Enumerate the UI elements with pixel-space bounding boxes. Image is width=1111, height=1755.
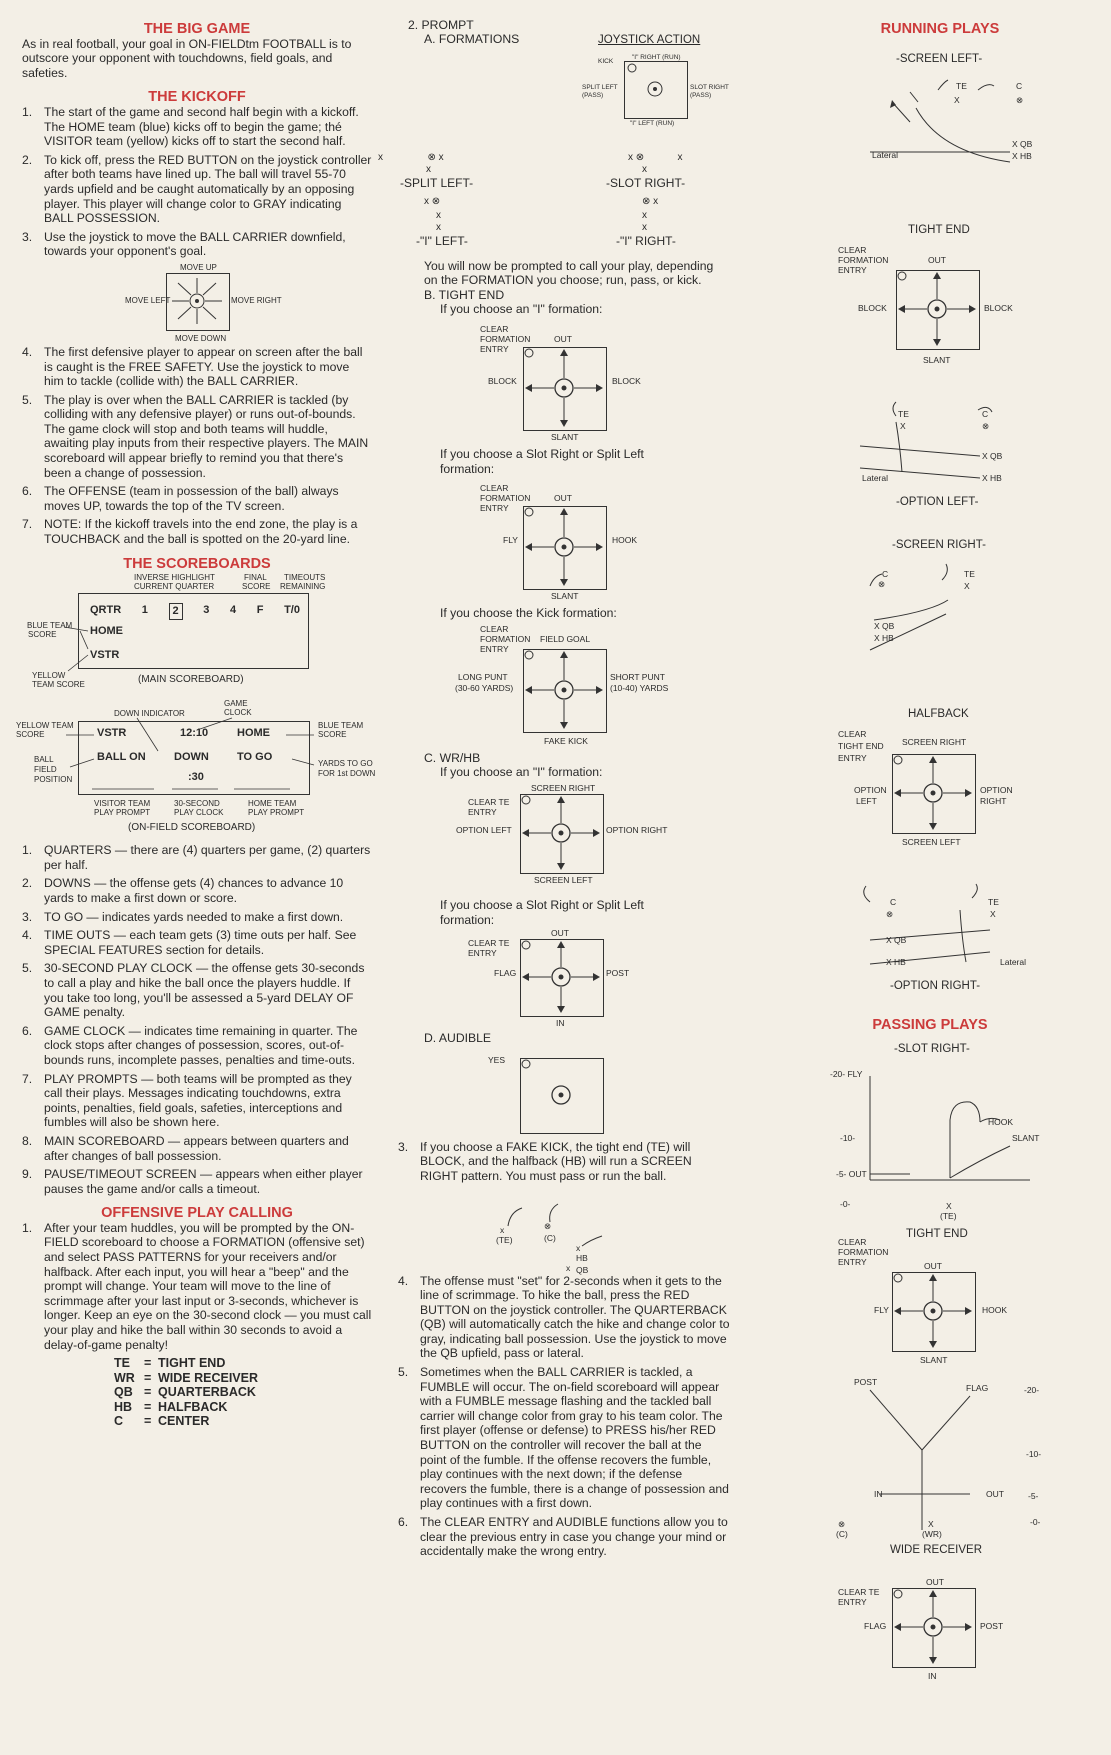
- screen-right-label: -SCREEN RIGHT-: [892, 539, 986, 551]
- formation-i-right: -"I" RIGHT-: [616, 233, 676, 248]
- heading-running-plays: RUNNING PLAYS: [880, 21, 1000, 37]
- list-item: 5.Sometimes when the BALL CARRIER is tac…: [398, 1365, 729, 1511]
- fake-kick-diagram: x (TE) ⊗ (C) x HB x QB: [398, 1188, 730, 1274]
- te-kick-diagram: CLEAR FORMATION ENTRY FIELD GOAL LONG PU…: [455, 623, 669, 746]
- joystick-cross-icon: [524, 507, 603, 587]
- heading-offensive-play-calling: OFFENSIVE PLAY CALLING: [101, 1205, 293, 1222]
- te-i-text: If you choose an "I" formation:: [440, 302, 603, 317]
- formation-joystick-box: [624, 60, 688, 119]
- halfback-label: HALFBACK: [908, 708, 969, 720]
- te-slot-diagram: CLEAR FORMATION ENTRY OUT FLY HOOK SLANT: [480, 483, 638, 602]
- wide-receiver-label: WIDE RECEIVER: [890, 1544, 983, 1556]
- main-scoreboard: [78, 593, 309, 670]
- list-item: 9.PAUSE/TIMEOUT SCREEN — appears when ei…: [22, 1167, 363, 1196]
- list-item: 1.QUARTERS — there are (4) quarters per …: [22, 843, 371, 872]
- main-scoreboard-row: QRTR 1 2 3 4 F T/0: [90, 603, 300, 620]
- option-left-play: [859, 401, 993, 479]
- list-item: 4.The first defensive player to appear o…: [22, 344, 363, 389]
- prompt-list-3: 3.If you choose a FAKE KICK, the tight e…: [398, 1140, 730, 1184]
- list-item: 4.The offense must "set" for 2-seconds w…: [398, 1273, 730, 1361]
- option-right-play: [863, 883, 991, 965]
- main-scoreboard-diagram: INVERSE HIGHLIGHT CURRENT QUARTER FINAL …: [27, 573, 326, 690]
- abbr-row: C=CENTER: [114, 1414, 210, 1429]
- abbreviation-list: TE=TIGHT END WR=WIDE RECEIVER QB=QUARTER…: [22, 1356, 372, 1429]
- list-item: 5.30-SECOND PLAY CLOCK — the offense get…: [22, 961, 365, 1020]
- audible-diagram: YES: [398, 1046, 730, 1134]
- wr-i-text: If you choose an "I" formation:: [440, 765, 603, 780]
- wr-slot-text: If you choose a Slot Right or Split Left…: [440, 897, 644, 927]
- kickoff-list: 1.The start of the game and second half …: [22, 105, 372, 259]
- list-item: 4.TIME OUTS — each team gets (3) time ou…: [22, 928, 357, 957]
- heading-kickoff: THE KICKOFF: [148, 89, 246, 106]
- joystick-cross-icon: [897, 271, 976, 346]
- prompt-list-4: 4.The offense must "set" for 2-seconds w…: [398, 1274, 730, 1559]
- formation-split-left: -SPLIT LEFT-: [400, 175, 474, 190]
- option-right-label: -OPTION RIGHT-: [890, 980, 981, 992]
- option-left-label: -OPTION LEFT-: [896, 496, 979, 508]
- audible-heading: D. AUDIBLE: [424, 1031, 492, 1046]
- wr-slot-diagram: OUT CLEAR TE ENTRY FLAG POST IN: [468, 928, 630, 1029]
- te-kick-text: If you choose the Kick formation:: [440, 606, 617, 621]
- kickoff-list-2: 4.The first defensive player to appear o…: [22, 345, 372, 547]
- list-item: 3.Use the joystick to move the BALL CARR…: [22, 229, 346, 259]
- abbr-row: HB=HALFBACK: [114, 1399, 228, 1414]
- tight-end-pass-label: TIGHT END: [906, 1228, 968, 1240]
- slot-right-label: -SLOT RIGHT-: [894, 1043, 970, 1055]
- abbr-row: TE=TIGHT END: [114, 1356, 226, 1371]
- call-text: You will now be prompted to call your pl…: [424, 258, 714, 288]
- slot-right-play: [869, 1076, 1030, 1181]
- joystick-diagram: MOVE UP MOVE LEFT MOVE RIGHT MOVE DOWN: [125, 262, 282, 343]
- screen-left-play: [870, 79, 1011, 163]
- column-middle: 2. PROMPT A. FORMATIONS JOYSTICK ACTION …: [378, 0, 730, 1563]
- te-slot-text: If you choose a Slot Right or Split Left…: [440, 446, 644, 476]
- joystick-cross-icon: [521, 795, 600, 870]
- formation-slot-right: -SLOT RIGHT-: [606, 175, 686, 190]
- formation-names: x ⊗ x x -SPLIT LEFT- x ⊗ x x -SLOT RIGHT…: [378, 151, 686, 248]
- column-left: THE BIG GAME As in real football, your g…: [16, 0, 376, 1429]
- heading-scoreboards: THE SCOREBOARDS: [123, 555, 271, 572]
- list-item: 3.If you choose a FAKE KICK, the tight e…: [398, 1139, 692, 1183]
- joystick-cross-icon: [524, 348, 603, 427]
- joystick-cross-icon: [524, 650, 603, 729]
- wide-receiver-play: [869, 1389, 971, 1530]
- prompt-heading: 2. PROMPT: [408, 18, 474, 32]
- heading-big-game: THE BIG GAME: [143, 21, 251, 37]
- list-item: 1.The start of the game and second half …: [22, 104, 359, 149]
- list-item: 7.PLAY PROMPTS — both teams will be prom…: [22, 1071, 352, 1130]
- list-item: 6.GAME CLOCK — indicates time remaining …: [22, 1023, 358, 1067]
- joystick-cross-icon: [521, 940, 600, 1014]
- abbr-row: QB=QUARTERBACK: [114, 1385, 256, 1400]
- formation-i-left: -"I" LEFT-: [416, 233, 468, 248]
- list-item: 6.The CLEAR ENTRY and AUDIBLE functions …: [398, 1515, 728, 1559]
- field-scoreboard-diagram: DOWN INDICATOR GAME CLOCK YELLOW TEAM SC…: [16, 699, 376, 834]
- list-item: 3.TO GO — indicates yards needed to make…: [22, 909, 344, 924]
- wrhb-heading: C. WR/HB: [424, 750, 481, 765]
- abbr-row: WR=WIDE RECEIVER: [114, 1370, 259, 1385]
- list-item: 2.To kick off, press the RED BUTTON on t…: [22, 152, 372, 226]
- offensive-list: 1.After your team huddles, you will be p…: [22, 1221, 372, 1352]
- te-i-diagram: CLEAR FORMATION ENTRY OUT BLOCK BLOCK SL…: [480, 323, 641, 442]
- list-item: 6.The OFFENSE (team in possession of the…: [22, 484, 339, 513]
- list-item: 2.DOWNS — the offense gets (4) chances t…: [22, 876, 344, 905]
- column-right: RUNNING PLAYS -SCREEN LEFT- TE X C ⊗ Lat…: [830, 0, 1050, 1755]
- joystick-cross-icon: [893, 1589, 972, 1664]
- screen-right-play: [869, 563, 949, 651]
- big-game-text: As in real football, your goal in ON-FIE…: [22, 36, 352, 80]
- screen-left-label: -SCREEN LEFT-: [896, 53, 983, 65]
- list-item: 5.The play is over when the BALL CARRIER…: [22, 392, 369, 480]
- wr-i-diagram: SCREEN RIGHT CLEAR TE ENTRY OPTION LEFT …: [456, 782, 668, 885]
- list-item: 7.NOTE: If the kickoff travels into the …: [22, 517, 358, 547]
- tight-end-label: TIGHT END: [908, 224, 970, 236]
- scoreboard-list: 1.QUARTERS — there are (4) quarters per …: [22, 843, 372, 1196]
- heading-passing-plays: PASSING PLAYS: [872, 1017, 988, 1033]
- joystick-cross-icon: [893, 1273, 972, 1348]
- tight-end-heading: B. TIGHT END: [424, 287, 505, 302]
- joystick-cross-icon: [893, 755, 972, 830]
- list-item: 1.After your team huddles, you will be p…: [22, 1220, 372, 1352]
- on-field-scoreboard: [78, 721, 310, 796]
- list-item: 8.MAIN SCOREBOARD — appears between quar…: [22, 1133, 349, 1163]
- formations-block: A. FORMATIONS JOYSTICK ACTION KICK "I" R…: [424, 31, 729, 127]
